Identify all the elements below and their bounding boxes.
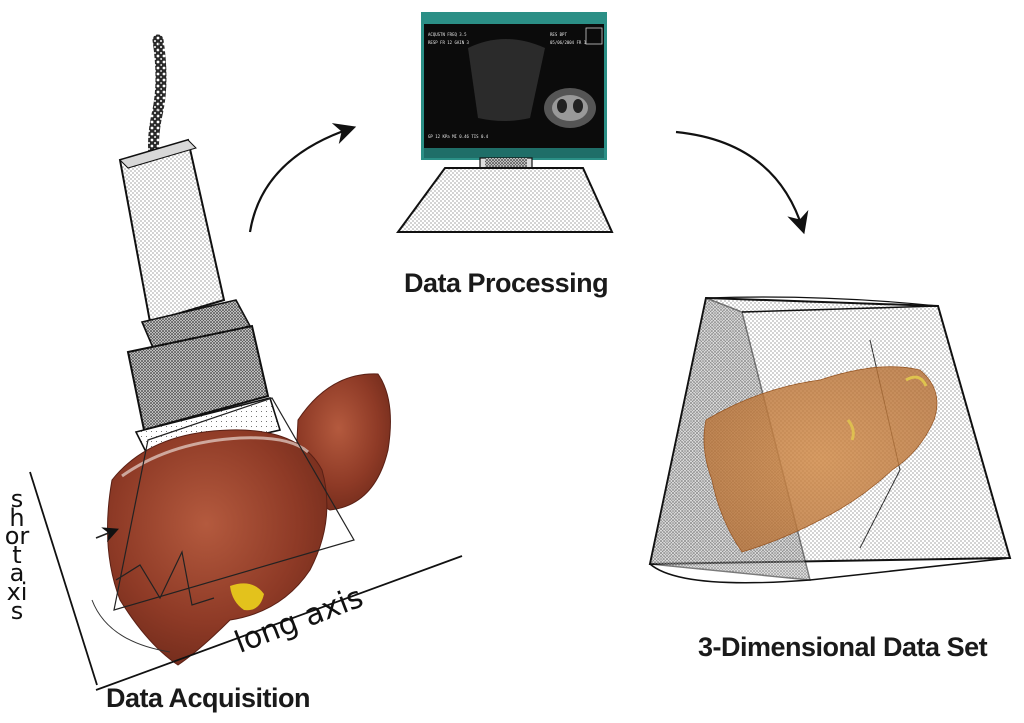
- svg-text:05/06/2004 FR 1: 05/06/2004 FR 1: [550, 40, 587, 45]
- ultrasound-probe-icon: [118, 34, 282, 461]
- svg-text:GP 12 KPa MI 0.46 TIS 0.4: GP 12 KPa MI 0.46 TIS 0.4: [428, 134, 489, 139]
- truncated-pyramid-volume-icon: [648, 296, 1012, 584]
- liver-volume-rendering: [703, 366, 938, 553]
- data-processing-label: Data Processing: [404, 268, 609, 298]
- curved-arrow-left-icon: [248, 123, 357, 233]
- short-axis-line: [29, 471, 98, 686]
- svg-text:ACQUSTN FREQ 3.5: ACQUSTN FREQ 3.5: [428, 32, 467, 37]
- data-acquisition-label: Data Acquisition: [106, 683, 311, 713]
- ultrasound-monitor-icon: ACQUSTN FREQ 3.5 RESP FR 12 GAIN 3 RES B…: [396, 12, 614, 233]
- svg-text:RESP FR 12 GAIN 3: RESP FR 12 GAIN 3: [428, 40, 470, 45]
- curved-arrow-right-icon: [675, 130, 809, 235]
- svg-text:RES BPT: RES BPT: [550, 32, 567, 37]
- data-set-label: 3-Dimensional Data Set: [698, 632, 988, 662]
- long-axis-line: [95, 555, 463, 691]
- short-axis-label: short axis: [4, 485, 30, 625]
- liver-illustration: [91, 373, 391, 666]
